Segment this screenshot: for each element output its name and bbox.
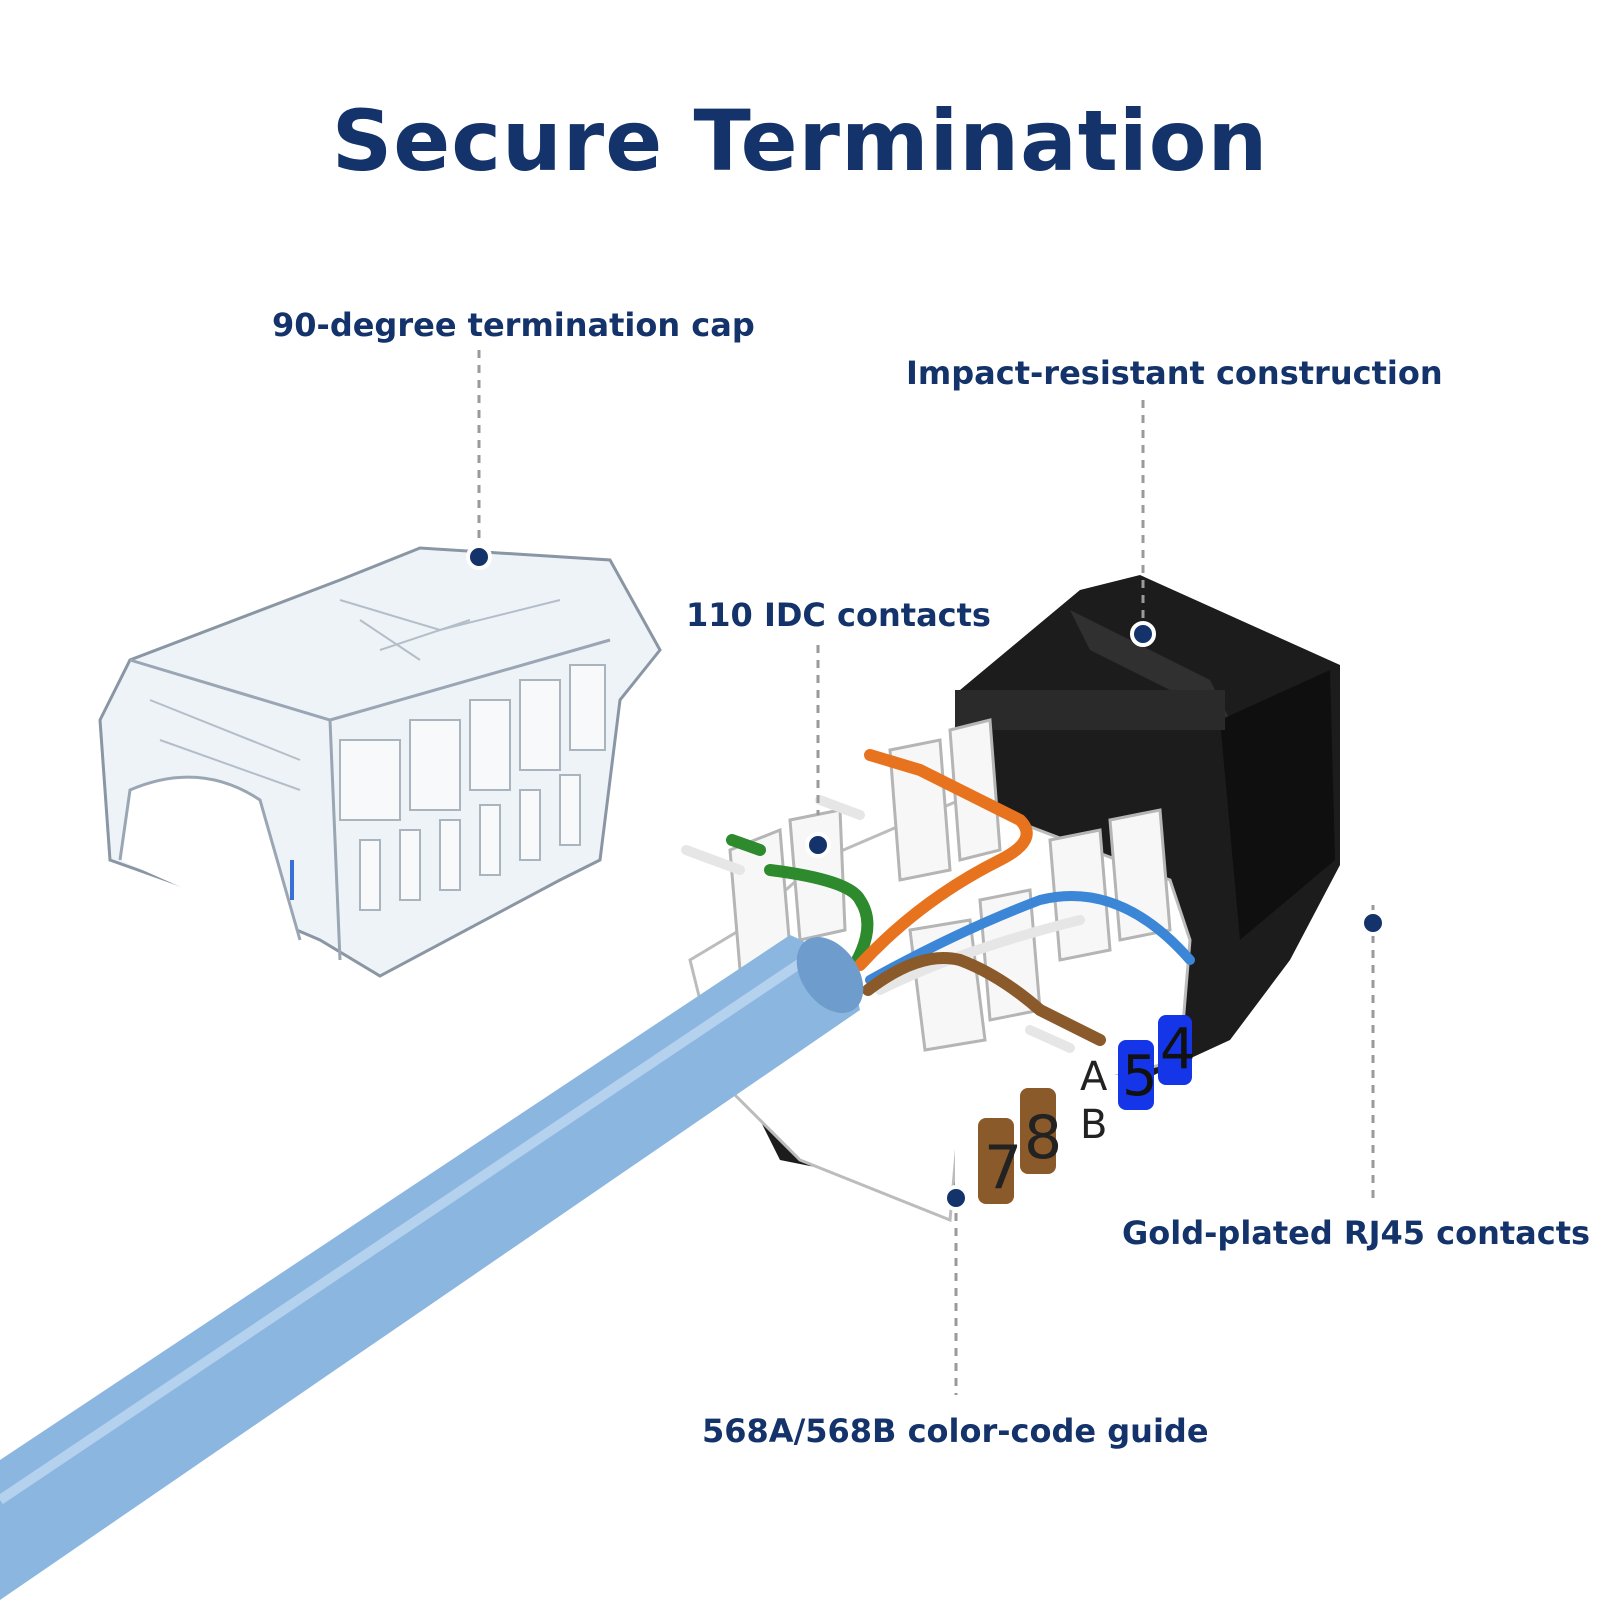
callout-termination-cap: 90-degree termination cap [272,306,755,344]
color-code-panel: 7 8 A B 5 4 [955,1015,1196,1215]
marker-termination-cap [466,544,492,570]
label-swatch-7 [978,1118,1014,1204]
label-digit-7: 7 [984,1133,1022,1203]
termination-cap-illustration [98,546,662,978]
label-swatch-8 [1020,1088,1056,1174]
blue-cable [0,935,864,1600]
label-digit-5: 5 [1122,1044,1158,1109]
label-swatch-4 [1158,1015,1192,1085]
callout-gold-contacts: Gold-plated RJ45 contacts [1122,1214,1591,1252]
callout-impact-resistant: Impact-resistant construction [906,354,1443,392]
marker-impact-resistant [1130,621,1156,647]
marker-gold-contacts [1360,910,1386,936]
conductors [726,749,1195,1046]
marker-color-code-guide [943,1185,969,1211]
label-letter-b: B [1080,1102,1107,1148]
label-digit-8: 8 [1024,1103,1062,1173]
marker-idc-contacts [805,832,831,858]
callout-color-code-guide: 568A/568B color-code guide [702,1412,1209,1450]
label-digit-4: 4 [1160,1017,1196,1082]
page-title: Secure Termination [331,92,1269,190]
callout-markers [466,544,1386,1211]
callout-idc-contacts: 110 IDC contacts [686,596,991,634]
leader-lines [477,350,1375,1395]
label-letter-a: A [1080,1054,1108,1100]
label-swatch-5 [1118,1040,1154,1110]
